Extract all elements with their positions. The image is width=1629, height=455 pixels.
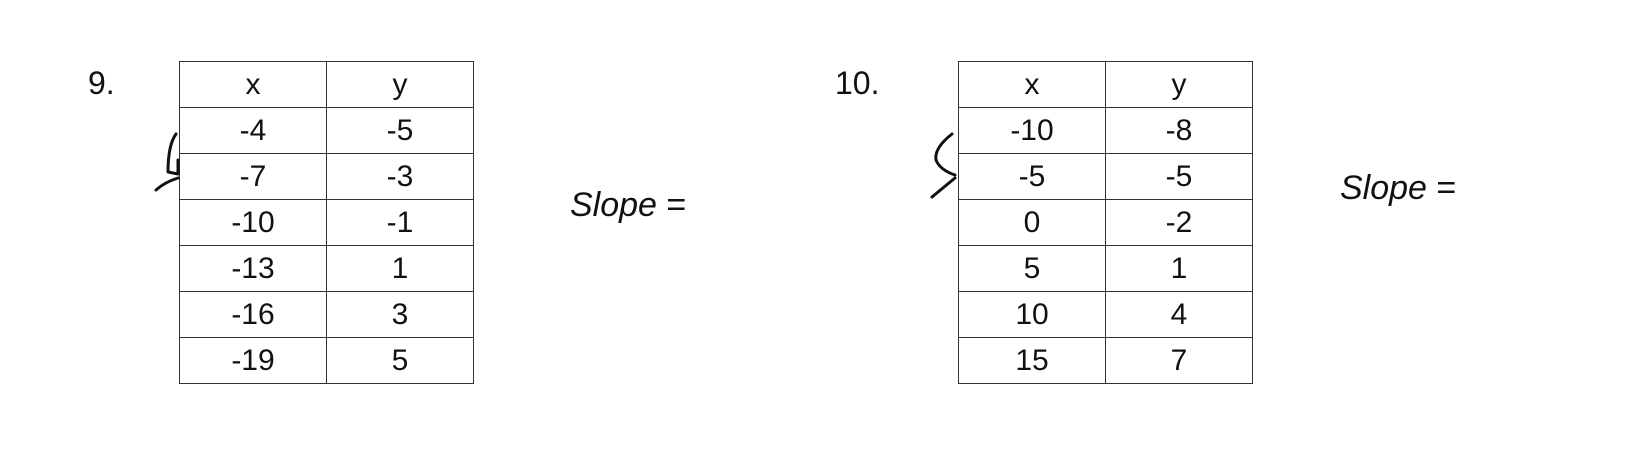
cell-x: -10 (179, 199, 327, 246)
table-row: -10-1 (179, 199, 474, 246)
slope-text: Slope (1340, 169, 1427, 207)
header-y: y (326, 61, 474, 108)
table-row: -10-8 (958, 107, 1253, 154)
cell-y: -5 (326, 107, 474, 154)
cell-x: -10 (958, 107, 1106, 154)
cell-y: -2 (1105, 199, 1253, 246)
cell-y: 4 (1105, 291, 1253, 338)
problem-number: 9. (88, 65, 115, 101)
handwritten-bracket-9 (154, 132, 180, 192)
cell-x: -7 (179, 153, 327, 200)
table-header-row: x y (958, 61, 1253, 108)
cell-x: 5 (958, 245, 1106, 292)
table-row: 0-2 (958, 199, 1253, 246)
cell-x: 15 (958, 337, 1106, 384)
cell-x: 0 (958, 199, 1106, 246)
table-row: -5-5 (958, 153, 1253, 200)
cell-x: -4 (179, 107, 327, 154)
cell-y: 7 (1105, 337, 1253, 384)
handwritten-bracket-10 (930, 132, 957, 199)
cell-x: -13 (179, 245, 327, 292)
table-row: -7-3 (179, 153, 474, 200)
problem-number: 10. (835, 65, 880, 101)
header-x: x (958, 61, 1106, 108)
cell-y: 5 (326, 337, 474, 384)
cell-x: -5 (958, 153, 1106, 200)
cell-y: -5 (1105, 153, 1253, 200)
equals-sign: = (1436, 169, 1457, 207)
cell-x: 10 (958, 291, 1106, 338)
cell-y: 1 (1105, 245, 1253, 292)
slope-label-9: Slope = (570, 186, 686, 225)
cell-x: -19 (179, 337, 327, 384)
cell-y: -8 (1105, 107, 1253, 154)
equals-sign: = (666, 186, 687, 224)
slope-label-10: Slope = (1340, 169, 1456, 208)
cell-y: 3 (326, 291, 474, 338)
table-row: -4-5 (179, 107, 474, 154)
header-x: x (179, 61, 327, 108)
cell-y: -3 (326, 153, 474, 200)
header-y: y (1105, 61, 1253, 108)
cell-x: -16 (179, 291, 327, 338)
table-header-row: x y (179, 61, 474, 108)
slope-text: Slope (570, 186, 657, 224)
cell-y: 1 (326, 245, 474, 292)
cell-y: -1 (326, 199, 474, 246)
